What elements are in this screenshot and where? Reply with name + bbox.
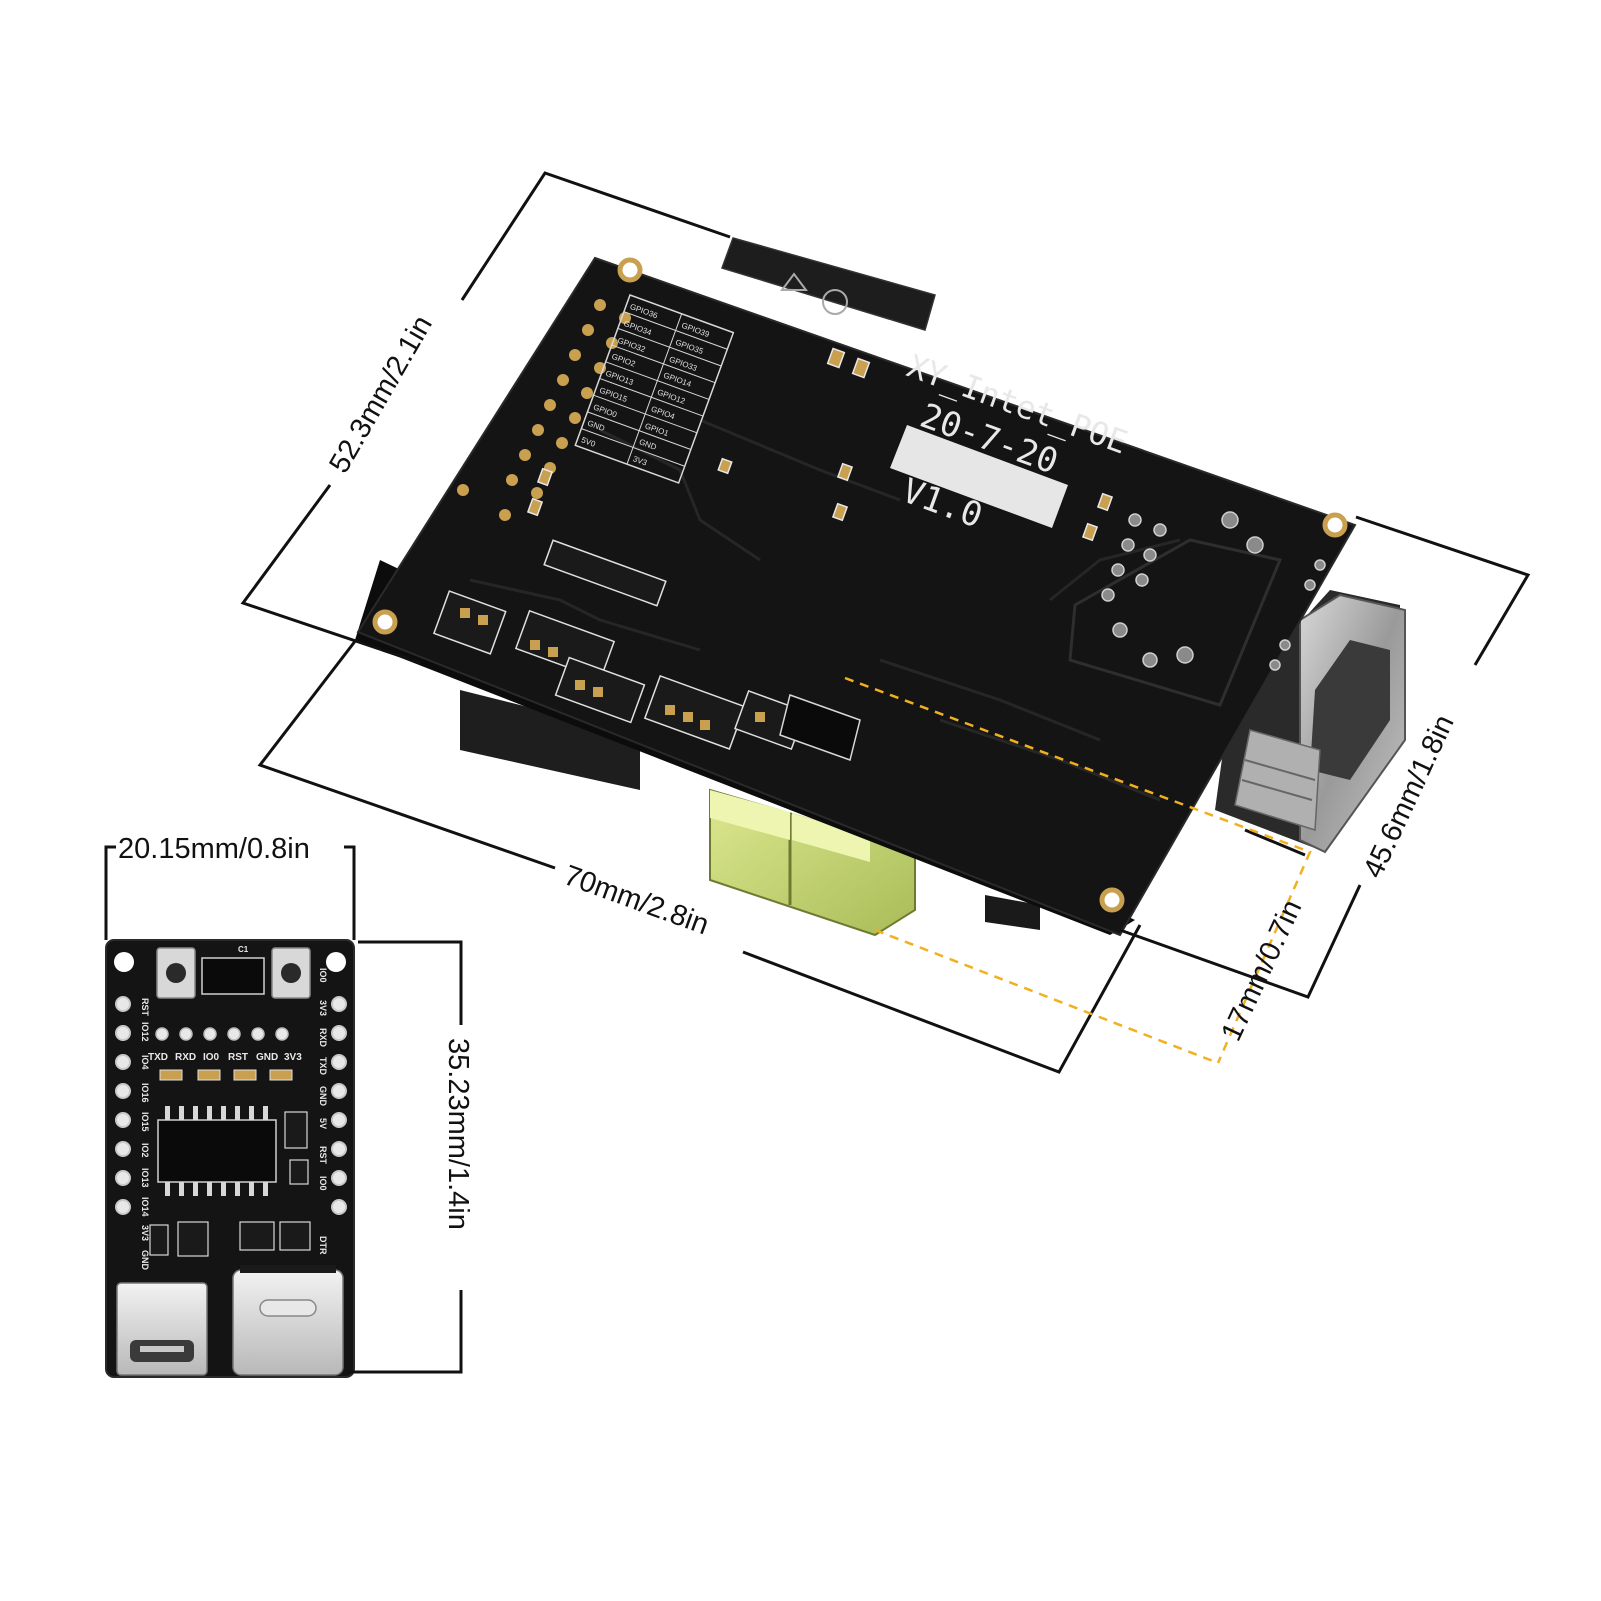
pin-label: 3V3 xyxy=(318,1000,328,1016)
pin-label: RXD xyxy=(318,1028,328,1048)
header-label: GND xyxy=(256,1052,278,1063)
right-pin-holes xyxy=(331,996,347,1215)
pin-label: IO12 xyxy=(140,1022,150,1042)
smd-components xyxy=(526,347,1114,542)
header-label: IO0 xyxy=(203,1052,220,1063)
header-label: RST xyxy=(228,1052,248,1063)
programmer-dimension-lines xyxy=(104,845,463,1374)
pin-label: RST xyxy=(140,998,150,1017)
dim-depth-label: 52.3mm/2.1in xyxy=(323,310,439,478)
pin-label: TXD xyxy=(318,1057,328,1076)
gold-pads xyxy=(460,608,765,730)
poe-ic xyxy=(779,694,861,761)
main-dimension-lines xyxy=(240,171,1531,1074)
pin-label: DTR xyxy=(318,1236,328,1255)
usb-c-port xyxy=(232,1265,344,1376)
chip-label: C1 xyxy=(238,945,249,954)
header-label: TXD xyxy=(148,1052,168,1063)
reset-button[interactable] xyxy=(156,947,196,999)
bottom-components xyxy=(460,690,1040,930)
right-pin-labels: IO0 3V3 RXD TXD GND 5V RST IO0 DTR xyxy=(318,968,328,1255)
header-label: RXD xyxy=(175,1052,196,1063)
pin-label: IO15 xyxy=(140,1112,150,1132)
header-pins xyxy=(457,299,631,521)
small-ic xyxy=(201,957,265,995)
top-header-holes xyxy=(155,1027,289,1041)
pcb-traces xyxy=(469,418,1181,802)
pin-label: IO0 xyxy=(318,1176,328,1191)
esd-icon xyxy=(780,272,808,291)
module-shield xyxy=(721,237,936,331)
top-header-labels: TXD RXD IO0 RST GND 3V3 xyxy=(148,1052,302,1063)
pin-label: GND xyxy=(318,1086,328,1107)
mounting-holes xyxy=(372,257,1348,913)
left-pin-labels: RST IO12 IO4 IO16 IO15 IO2 IO13 IO14 3V3… xyxy=(140,998,150,1271)
height-dashed-lines xyxy=(844,676,1312,1065)
status-leds xyxy=(159,1069,293,1081)
green-terminal-block xyxy=(709,788,916,937)
pin-label: IO16 xyxy=(140,1083,150,1103)
pb-free-icon xyxy=(822,289,848,315)
mount-hole xyxy=(114,952,134,972)
pin-label: RST xyxy=(318,1146,328,1165)
pin-label: GND xyxy=(140,1250,150,1271)
pin-label: IO13 xyxy=(140,1168,150,1188)
pin-label: IO14 xyxy=(140,1197,150,1217)
dim-small-length-label: 35.23mm/1.4in xyxy=(442,1038,474,1230)
label-area xyxy=(890,425,1068,528)
rj45-pins xyxy=(1101,511,1326,671)
usb-serial-ic xyxy=(157,1106,277,1196)
pin-label: 5V xyxy=(318,1118,328,1129)
pin-label: IO2 xyxy=(140,1143,150,1158)
pin-label: IO0 xyxy=(318,968,328,983)
pin-label: IO4 xyxy=(140,1055,150,1070)
dim-length-label: 70mm/2.8in xyxy=(560,860,713,942)
dim-small-width-label: 20.15mm/0.8in xyxy=(118,833,310,865)
small-components xyxy=(149,1111,311,1257)
header-label: 3V3 xyxy=(284,1052,302,1063)
isolation-region xyxy=(1068,538,1283,707)
micro-usb-port xyxy=(116,1282,208,1376)
left-pin-holes xyxy=(115,996,131,1215)
mount-hole xyxy=(326,952,346,972)
pin-label: 3V3 xyxy=(140,1225,150,1241)
poe-board: GPIO36 GPIO39 GPIO34 GPIO35 GPIO32 GPIO3… xyxy=(355,237,1406,937)
boot-button[interactable] xyxy=(271,947,311,999)
programmer-board: C1 RST IO12 IO4 IO16 IO15 IO2 IO13 IO14 … xyxy=(105,939,355,1378)
pcb-top xyxy=(356,256,1357,937)
